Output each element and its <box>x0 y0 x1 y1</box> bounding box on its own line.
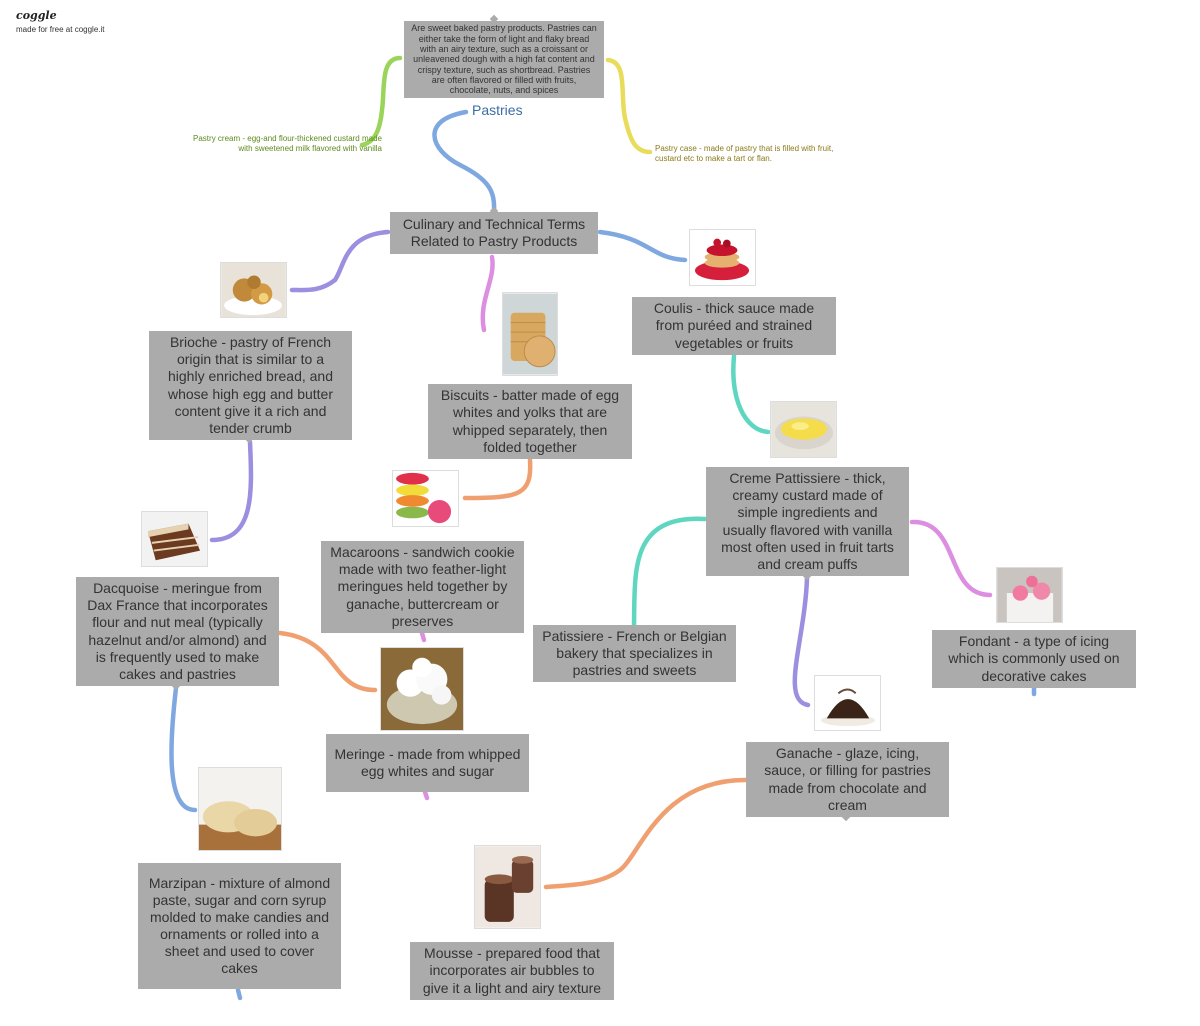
coulis-photo <box>689 229 756 286</box>
biscuits-photo <box>502 292 558 376</box>
note-pastry-cream[interactable]: Pastry cream - egg-and flour-thickened c… <box>193 134 382 153</box>
branch-marzipan <box>169 685 198 813</box>
pastries-definition[interactable]: Are sweet baked pastry products. Pastrie… <box>404 21 604 98</box>
branch-patissiere <box>631 516 708 628</box>
branch-dacquoise <box>209 439 254 543</box>
marzipan-image <box>199 768 281 850</box>
mousse-image <box>475 846 540 928</box>
branch-macaroons <box>462 457 533 501</box>
branch-biscuits <box>480 254 495 333</box>
node-ganache[interactable]: Ganache - glaze, icing, sauce, or fillin… <box>746 742 949 817</box>
branch-coulis <box>597 229 688 263</box>
branch-ganache <box>792 575 811 708</box>
branch-creme <box>731 353 771 435</box>
node-marzipan[interactable]: Marzipan - mixture of almond paste, suga… <box>138 863 341 989</box>
marzipan-photo <box>198 767 282 851</box>
coulis-image <box>690 230 755 285</box>
tail-marzipan <box>235 987 243 1001</box>
tail-macaroons <box>419 630 427 643</box>
coggle-logo[interactable]: coggle <box>16 9 57 22</box>
branch-pastry-cream <box>359 55 403 148</box>
node-mousse[interactable]: Mousse - prepared food that incorporates… <box>410 942 614 1000</box>
meringe-photo <box>380 647 464 731</box>
dacquoise-image <box>142 512 207 566</box>
node-fondant[interactable]: Fondant - a type of icing which is commo… <box>932 630 1136 688</box>
meringe-image <box>381 648 463 730</box>
node-creme-pattissiere[interactable]: Creme Pattissiere - thick, creamy custar… <box>706 467 909 576</box>
tail-meringe <box>422 789 430 801</box>
brioche-image <box>221 263 286 317</box>
brioche-photo <box>220 262 287 318</box>
coggle-tagline[interactable]: made for free at coggle.it <box>16 25 105 34</box>
branch-mousse <box>543 777 748 890</box>
branch-culinary <box>432 109 497 215</box>
macaroons-photo <box>392 470 459 527</box>
node-meringe[interactable]: Meringe - made from whipped egg whites a… <box>326 734 529 792</box>
dacquoise-photo <box>141 511 208 567</box>
branch-meringe <box>277 630 378 693</box>
node-brioche[interactable]: Brioche - pastry of French origin that i… <box>149 331 352 440</box>
mousse-photo <box>474 845 541 929</box>
node-biscuits[interactable]: Biscuits - batter made of egg whites and… <box>428 384 632 459</box>
node-dacquoise[interactable]: Dacquoise - meringue from Dax France tha… <box>76 577 279 686</box>
branch-fondant <box>909 519 993 598</box>
node-macaroons[interactable]: Macaroons - sandwich cookie made with tw… <box>321 541 524 633</box>
biscuits-image <box>503 293 557 375</box>
branch-brioche <box>289 229 391 293</box>
ganache-photo <box>814 675 881 731</box>
branch-pastry-case <box>605 57 653 155</box>
creme-photo <box>770 401 837 458</box>
node-patissiere[interactable]: Patissiere - French or Belgian bakery th… <box>533 625 736 682</box>
node-coulis[interactable]: Coulis - thick sauce made from puréed an… <box>632 297 836 355</box>
note-pastry-case[interactable]: Pastry case - made of pastry that is fil… <box>655 144 834 163</box>
root-node-pastries[interactable]: Pastries <box>472 102 523 118</box>
fondant-photo <box>996 567 1063 623</box>
node-culinary-terms[interactable]: Culinary and Technical Terms Related to … <box>390 212 598 254</box>
ganache-image <box>815 676 880 730</box>
fondant-image <box>997 568 1062 622</box>
macaroons-image <box>393 471 458 526</box>
creme-image <box>771 402 836 457</box>
